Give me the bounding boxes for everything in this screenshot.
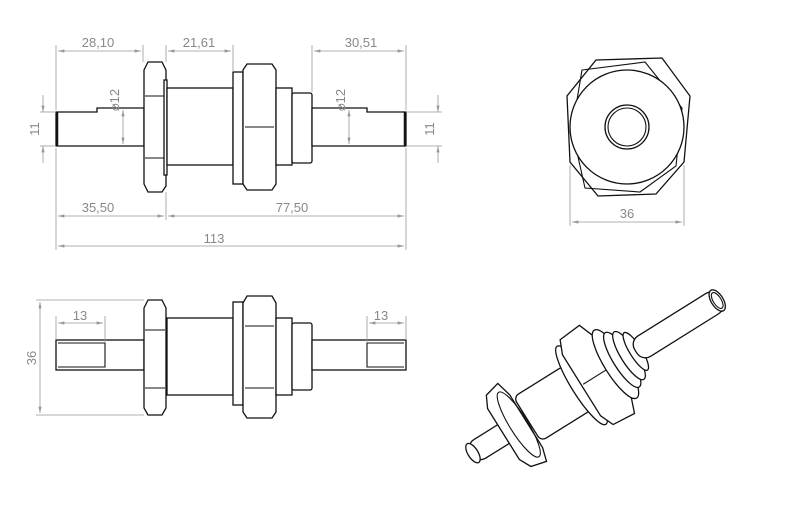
body	[166, 87, 234, 166]
dim-right-dia: ⌀12	[333, 89, 348, 111]
dim-hex-width: 36	[620, 206, 634, 221]
washer	[232, 71, 244, 185]
dim-right-shaft: 30,51	[345, 35, 378, 50]
dim-right-flat: 11	[422, 122, 437, 136]
dim-left-to-nut: 35,50	[82, 200, 115, 215]
dim-left-shaft: 28,10	[82, 35, 115, 50]
dim-nut-to-end: 77,50	[276, 200, 309, 215]
isometric-view	[465, 289, 727, 468]
top-view: 28,10 21,61 30,51 ⌀12 ⌀12 11 11 35,50 77…	[27, 35, 442, 250]
dim-overall: 113	[204, 231, 225, 246]
dim-left-flat: 11	[27, 122, 42, 136]
left-shaft	[55, 107, 145, 147]
left-nut	[143, 61, 167, 193]
dim-height: 36	[24, 351, 39, 365]
right-shaft	[311, 107, 407, 147]
dim-left-slot: 13	[73, 308, 87, 323]
dim-right-slot: 13	[374, 308, 388, 323]
ring	[291, 92, 313, 164]
collar	[275, 87, 293, 166]
dim-left-dia: ⌀12	[107, 89, 122, 111]
dim-body: 21,61	[183, 35, 216, 50]
side-view: 13 13 36	[24, 295, 407, 419]
left-shaft	[55, 339, 145, 371]
end-view: 36	[566, 57, 691, 226]
